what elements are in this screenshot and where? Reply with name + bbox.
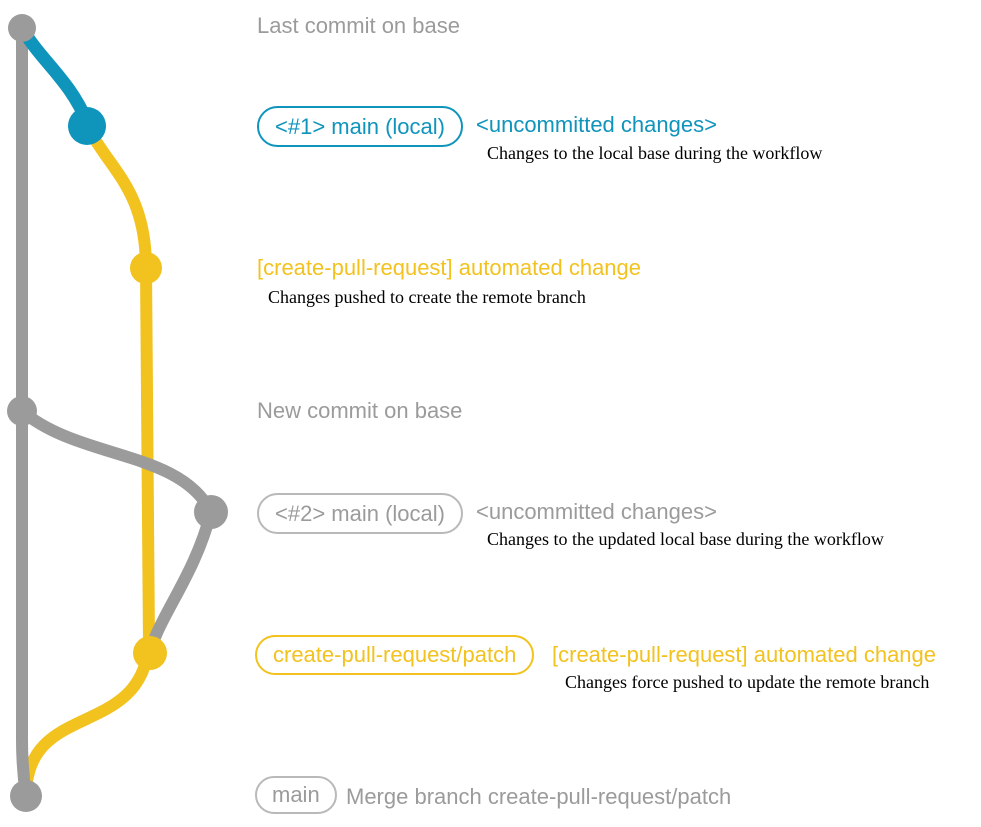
badge-main-local-1: <#1> main (local) xyxy=(257,106,463,147)
automated-change-2-description: Changes force pushed to update the remot… xyxy=(565,672,930,692)
uncommitted-changes-1-title: <uncommitted changes> xyxy=(476,112,717,137)
new-commit-label: New commit on base xyxy=(257,398,463,423)
commit-dot-new-base xyxy=(7,396,37,426)
local-uncommitted-branch-line xyxy=(15,21,94,129)
uncommitted-changes-2-title: <uncommitted changes> xyxy=(476,499,717,524)
automated-change-1-title: [create-pull-request] automated change xyxy=(257,255,642,280)
automated-change-1-description: Changes pushed to create the remote bran… xyxy=(268,287,586,307)
badge-main-local-1-label: <#1> main (local) xyxy=(275,113,445,139)
commit-dot-automated-change-2 xyxy=(133,636,167,670)
commit-dot-last-base xyxy=(8,14,36,42)
last-commit-label: Last commit on base xyxy=(257,13,460,38)
badge-main: main xyxy=(255,776,337,814)
commit-dot-automated-change-1 xyxy=(130,252,162,284)
badge-create-pull-request-patch-label: create-pull-request/patch xyxy=(273,642,517,667)
badge-create-pull-request-patch: create-pull-request/patch xyxy=(255,635,535,675)
uncommitted-changes-2-description: Changes to the updated local base during… xyxy=(487,529,884,549)
badge-main-label: main xyxy=(272,782,320,807)
badge-main-local-2: <#2> main (local) xyxy=(257,493,463,534)
badge-main-local-2-label: <#2> main (local) xyxy=(275,500,445,526)
commit-dot-main-local-1 xyxy=(68,107,106,145)
automated-change-2-title: [create-pull-request] automated change xyxy=(552,642,937,667)
uncommitted-changes-1-description: Changes to the local base during the wor… xyxy=(487,143,823,163)
merge-commit-title: Merge branch create-pull-request/patch xyxy=(346,784,732,809)
updated-base-branch-line xyxy=(16,405,218,658)
commit-dot-main-local-2 xyxy=(194,495,228,529)
commit-dot-merge xyxy=(10,780,42,812)
